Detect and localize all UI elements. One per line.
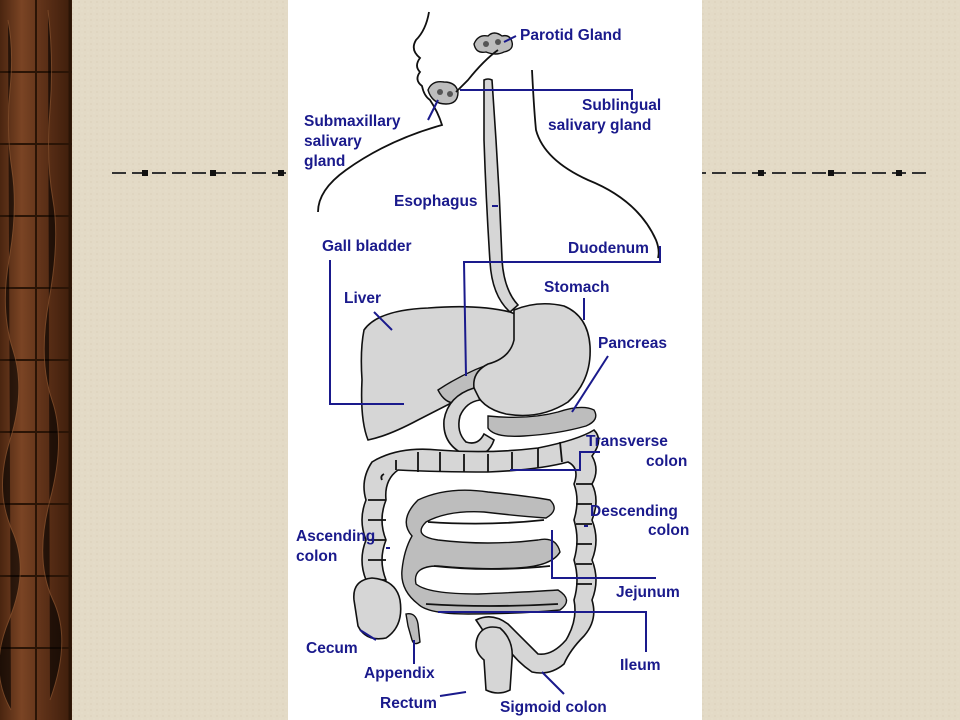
salivary-duct xyxy=(455,49,499,93)
label-pancreas: Pancreas xyxy=(598,335,667,352)
body-outline xyxy=(317,11,660,259)
labels: Parotid Gland Submaxillary salivary glan… xyxy=(296,27,689,716)
label-submaxillary-2: salivary xyxy=(304,133,362,150)
leader-lines xyxy=(329,35,661,697)
digestive-system-diagram: Parotid Gland Submaxillary salivary glan… xyxy=(288,0,702,720)
esophagus-tube xyxy=(483,78,520,314)
colon-shape xyxy=(361,428,600,674)
label-descending-2: colon xyxy=(648,522,689,539)
label-cecum: Cecum xyxy=(306,640,358,657)
label-liver: Liver xyxy=(344,290,381,307)
parotid-gland-shape xyxy=(473,32,514,55)
label-appendix: Appendix xyxy=(364,665,435,682)
label-esophagus: Esophagus xyxy=(394,193,478,210)
label-sigmoid-colon: Sigmoid colon xyxy=(500,699,607,716)
rectum-shape xyxy=(475,626,514,694)
label-sublingual-1: Sublingual xyxy=(582,97,661,114)
label-gall-bladder: Gall bladder xyxy=(322,238,412,255)
label-parotid-gland: Parotid Gland xyxy=(520,27,622,44)
label-stomach: Stomach xyxy=(544,279,609,296)
stomach-shape xyxy=(472,302,591,417)
sublingual-gland-shape xyxy=(427,80,459,105)
label-transverse-2: colon xyxy=(646,453,687,470)
label-submaxillary-3: gland xyxy=(304,153,345,170)
wood-border xyxy=(0,0,72,720)
pancreas-shape xyxy=(487,406,597,438)
label-submaxillary-1: Submaxillary xyxy=(304,113,401,130)
duodenum-shape xyxy=(443,387,495,457)
label-descending-1: Descending xyxy=(590,503,678,520)
label-jejunum: Jejunum xyxy=(616,584,680,601)
label-sublingual-2: salivary gland xyxy=(548,117,651,134)
label-ascending-2: colon xyxy=(296,548,337,565)
label-ascending-1: Ascending xyxy=(296,528,375,545)
appendix-shape xyxy=(405,613,421,645)
label-ileum: Ileum xyxy=(620,657,660,674)
label-duodenum: Duodenum xyxy=(568,240,649,257)
label-rectum: Rectum xyxy=(380,695,437,712)
small-intestine-shape xyxy=(401,489,568,615)
label-transverse-1: Transverse xyxy=(586,433,668,450)
